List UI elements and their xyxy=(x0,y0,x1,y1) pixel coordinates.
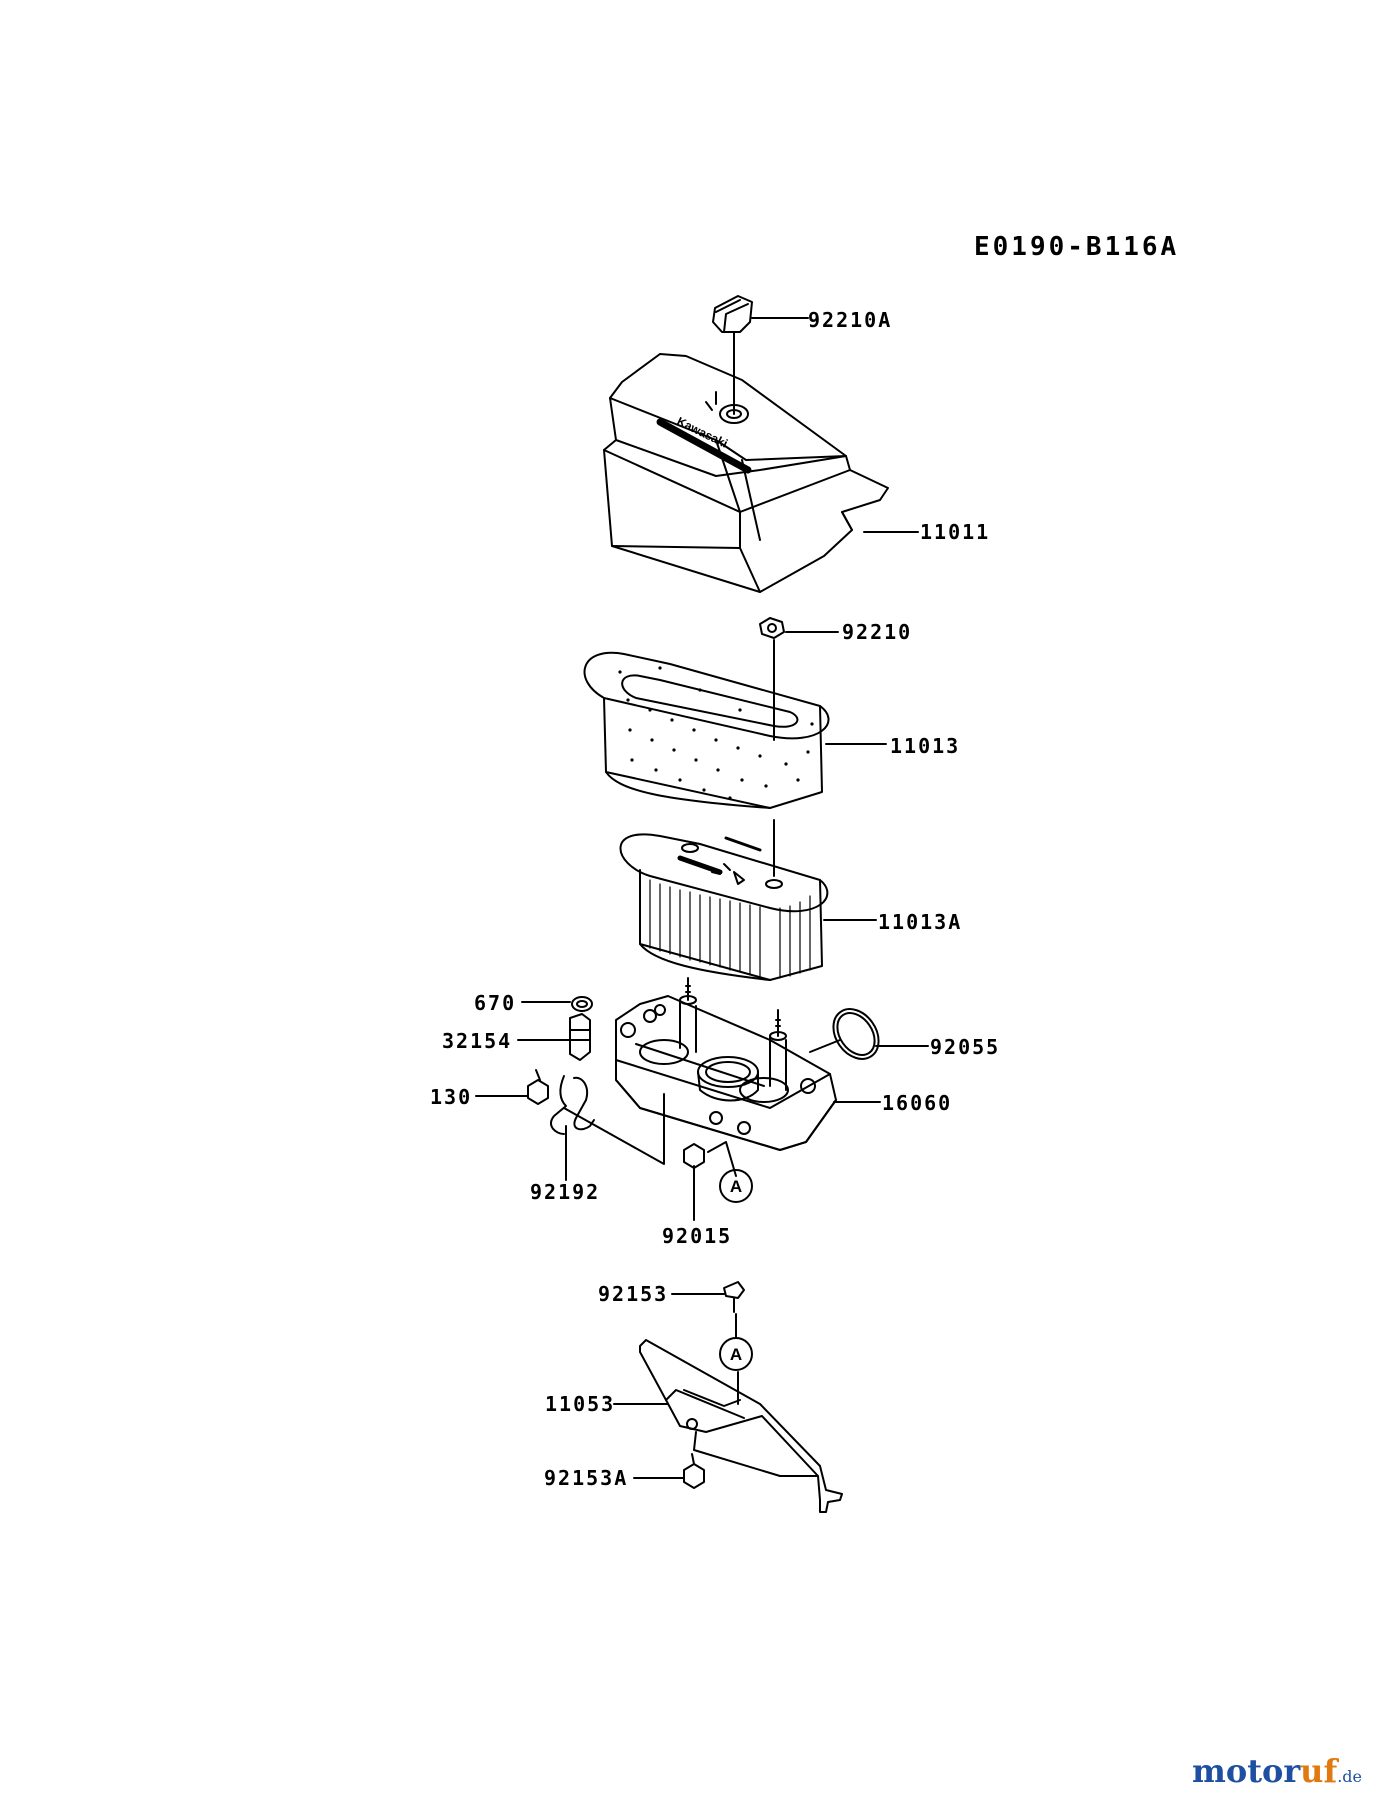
reference-marker-a-upper-label: A xyxy=(730,1177,742,1196)
callout-92192: 92192 xyxy=(530,1180,601,1204)
air-filter-element-part xyxy=(619,819,877,981)
watermark-name: motoruf xyxy=(1191,1752,1338,1790)
callout-670: 670 xyxy=(474,991,517,1015)
air-cleaner-cover-part xyxy=(603,353,919,593)
diagram-code: E0190-B116A xyxy=(974,232,1180,262)
air-cleaner-base-part xyxy=(615,977,881,1151)
callout-92015: 92015 xyxy=(662,1224,733,1248)
callout-92210: 92210 xyxy=(842,620,913,644)
callout-130: 130 xyxy=(430,1085,473,1109)
breather-fitting-part xyxy=(517,1013,591,1061)
callout-92055: 92055 xyxy=(930,1035,1001,1059)
nut-92015-part xyxy=(683,1141,737,1221)
callout-16060: 16060 xyxy=(882,1091,953,1115)
reference-marker-a-upper xyxy=(719,1169,753,1203)
callout-11011: 11011 xyxy=(920,520,991,544)
small-o-ring-part xyxy=(521,996,593,1012)
callout-11013: 11013 xyxy=(890,734,961,758)
nut-92153a-part xyxy=(633,1453,705,1489)
bolt-92153-part xyxy=(671,1281,745,1339)
nut-92210-part xyxy=(759,617,839,741)
pre-cleaner-part xyxy=(583,651,887,809)
reference-marker-a-lower xyxy=(719,1337,753,1371)
callout-32154: 32154 xyxy=(442,1029,513,1053)
nut-130-part xyxy=(475,1069,549,1105)
callout-11053: 11053 xyxy=(545,1392,616,1416)
wing-nut-part xyxy=(712,295,809,415)
reference-marker-a-lower-label: A xyxy=(730,1345,742,1364)
watermark-suffix: .de xyxy=(1337,1767,1362,1786)
callout-11013a: 11013A xyxy=(878,910,963,934)
bracket-11053-part xyxy=(613,1339,843,1513)
callout-92153: 92153 xyxy=(598,1282,669,1306)
breather-hose-part xyxy=(550,1075,665,1181)
callout-92210a: 92210A xyxy=(808,308,893,332)
o-ring-92055-part xyxy=(809,1008,929,1060)
watermark-logo[interactable]: motoruf.de xyxy=(1192,1752,1362,1790)
callout-92153a: 92153A xyxy=(544,1466,629,1490)
